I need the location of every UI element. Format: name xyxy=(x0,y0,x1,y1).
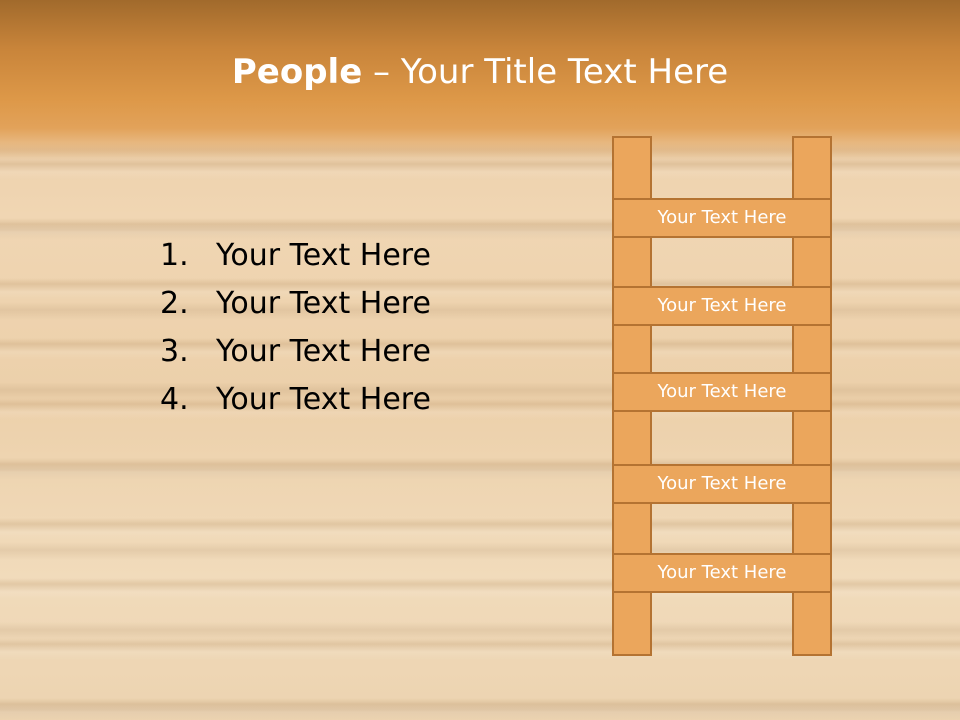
numbered-list: 1. Your Text Here 2. Your Text Here 3. Your… xyxy=(160,232,431,424)
title-bold: People xyxy=(231,52,363,92)
ladder-rung: Your Text Here xyxy=(612,372,832,412)
slide-title: People – Your Title Text Here xyxy=(0,52,960,92)
list-number: 3. xyxy=(160,334,189,369)
title-rest: – Your Title Text Here xyxy=(362,52,729,92)
ladder-rung: Your Text Here xyxy=(612,286,832,326)
list-item: 1. Your Text Here xyxy=(160,232,431,280)
list-text: Your Text Here xyxy=(216,334,431,369)
ladder-rung: Your Text Here xyxy=(612,464,832,504)
title-band xyxy=(0,0,960,160)
list-item: 4. Your Text Here xyxy=(160,376,431,424)
list-number: 4. xyxy=(160,382,189,417)
list-text: Your Text Here xyxy=(216,382,431,417)
ladder-rung: Your Text Here xyxy=(612,553,832,593)
list-item: 3. Your Text Here xyxy=(160,328,431,376)
list-item: 2. Your Text Here xyxy=(160,280,431,328)
list-number: 2. xyxy=(160,286,189,321)
ladder-rung: Your Text Here xyxy=(612,198,832,238)
list-number: 1. xyxy=(160,238,189,273)
list-text: Your Text Here xyxy=(216,238,431,273)
list-text: Your Text Here xyxy=(216,286,431,321)
